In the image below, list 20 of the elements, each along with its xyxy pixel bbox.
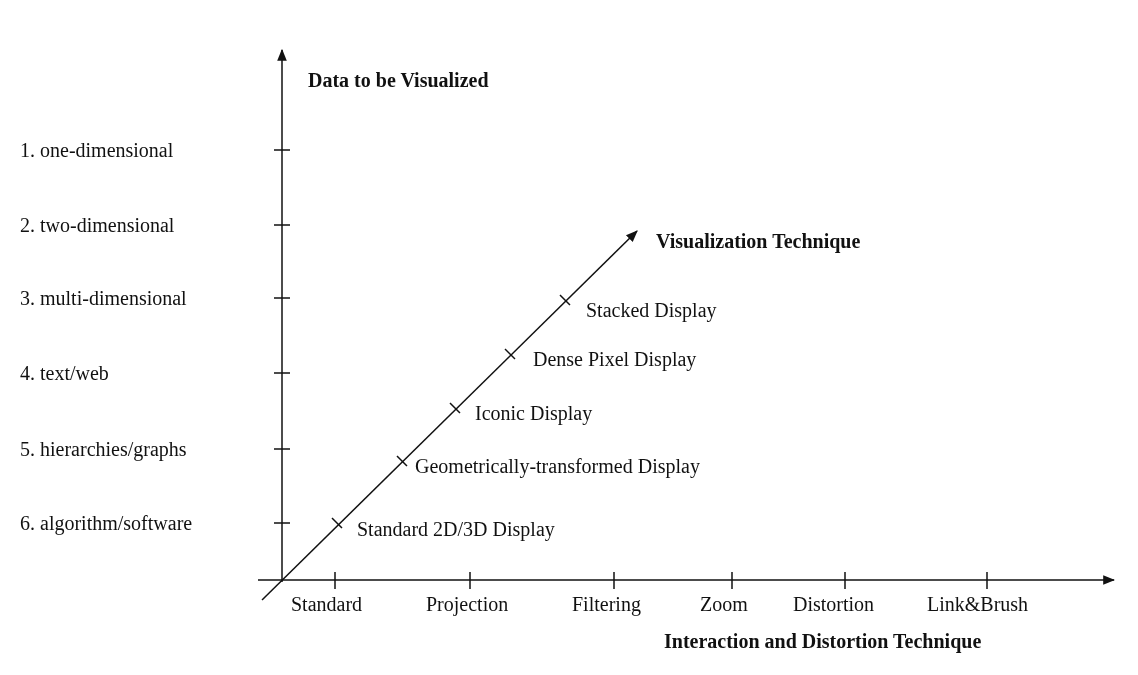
axis-title: Visualization Technique	[656, 229, 861, 253]
axis-title: Data to be Visualized	[308, 68, 489, 92]
axis-label: Link&Brush	[927, 592, 1029, 616]
axis-label: Standard 2D/3D Display	[357, 517, 555, 541]
axis-label: 2. two-dimensional	[20, 213, 175, 237]
axis-label: Projection	[426, 592, 509, 616]
axis-label: 5. hierarchies/graphs	[20, 437, 187, 461]
axis-label: Distortion	[793, 592, 875, 616]
axis-label: Geometrically-transformed Display	[415, 454, 700, 478]
axis-label: 4. text/web	[20, 361, 109, 385]
axis-label: Filtering	[572, 592, 641, 616]
axis-title: Interaction and Distortion Technique	[664, 629, 982, 653]
axis-label: 3. multi-dimensional	[20, 286, 187, 310]
axis-label: Dense Pixel Display	[533, 347, 697, 371]
axis-label: 6. algorithm/software	[20, 511, 193, 535]
axis-label: 1. one-dimensional	[20, 138, 174, 162]
axis-label: Standard	[291, 592, 363, 616]
axis-label: Zoom	[700, 592, 748, 616]
axis-label: Stacked Display	[586, 298, 717, 322]
axis-label: Iconic Display	[475, 401, 593, 425]
